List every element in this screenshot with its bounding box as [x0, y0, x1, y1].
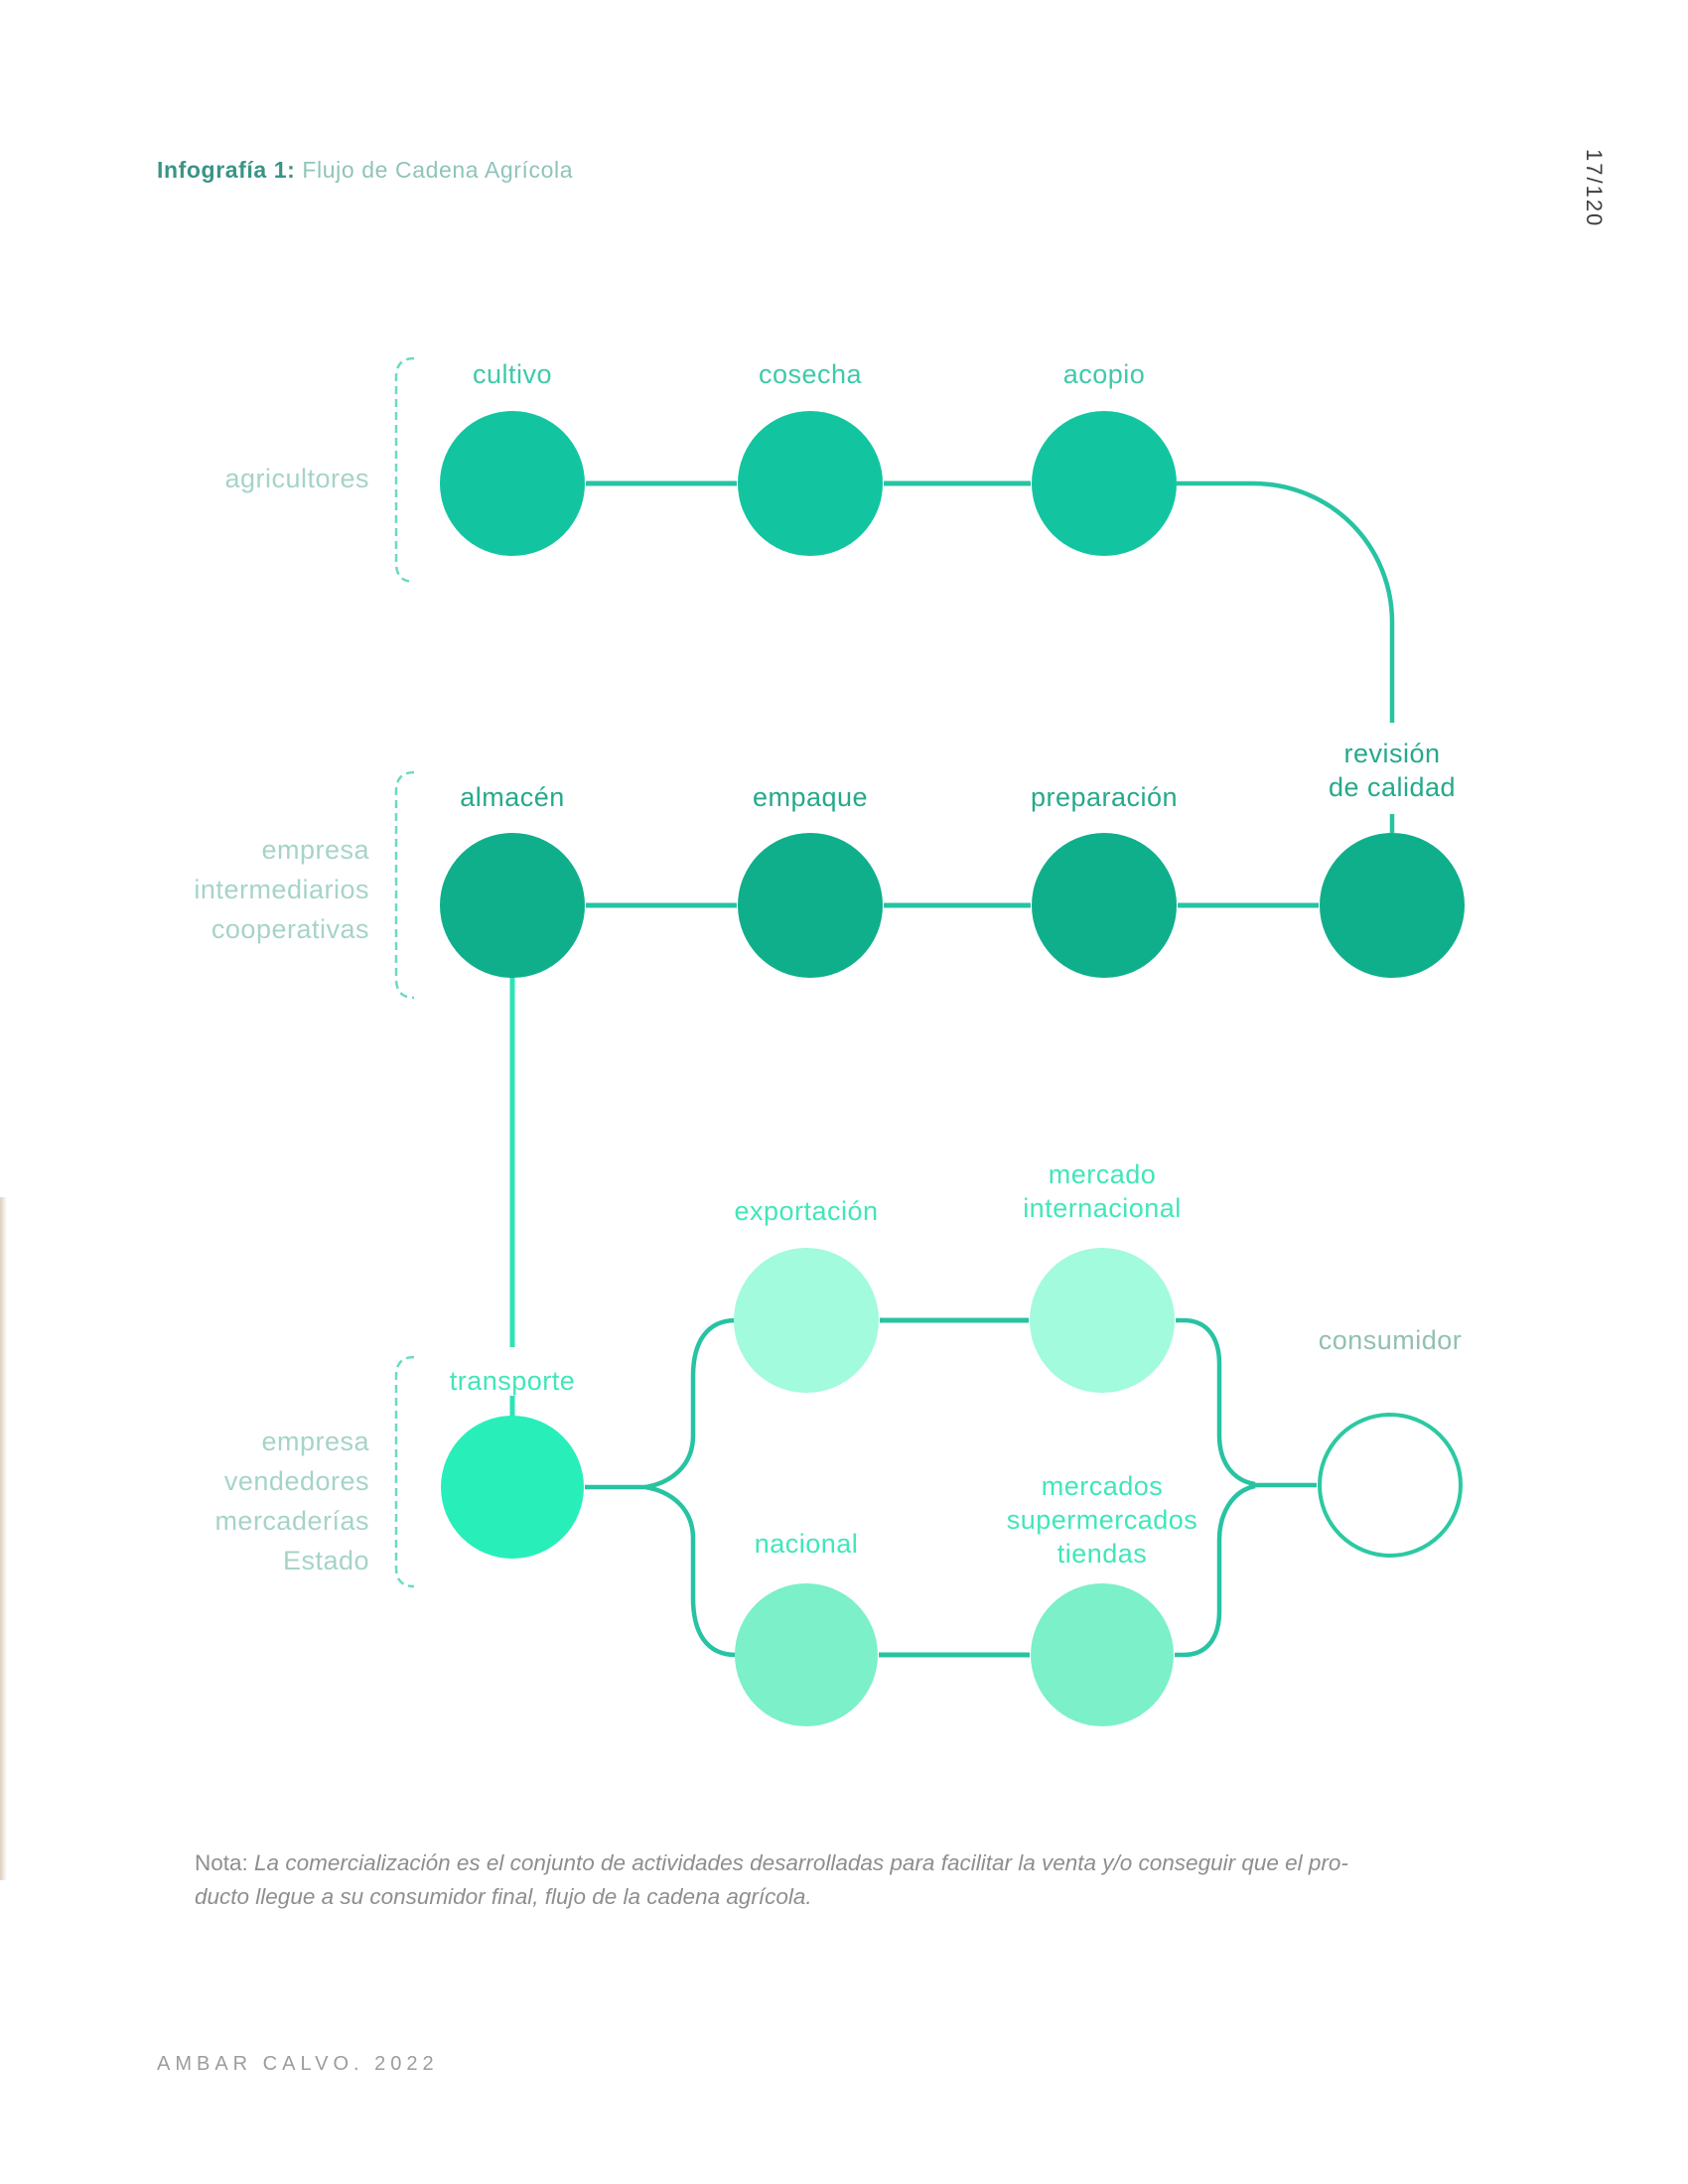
- label-empaque: empaque: [752, 782, 869, 812]
- label-consumidor: consumidor: [1318, 1325, 1463, 1355]
- figure-caption-number: Infografía 1:: [157, 157, 296, 183]
- merge-upper-branch: [1176, 1317, 1256, 1487]
- node-empaque: [738, 833, 883, 978]
- group-label-vendedores: empresa vendedores mercaderías Estado: [214, 1427, 369, 1575]
- node-acopio: [1032, 411, 1177, 556]
- fork-lower-branch: [644, 1484, 737, 1658]
- figure-caption: Infografía 1: Flujo de Cadena Agrícola: [157, 157, 573, 184]
- label-nacional: nacional: [754, 1529, 859, 1559]
- page-number: 17/120: [1582, 149, 1607, 228]
- bracket-intermediarios: [394, 770, 415, 1000]
- fork-upper-branch: [644, 1317, 737, 1490]
- node-nacional: [735, 1583, 878, 1726]
- merge-lower-branch: [1175, 1483, 1256, 1658]
- label-mercados: mercados supermercados tiendas: [1006, 1471, 1198, 1569]
- figure-note-line1: Nota: La comercialización es el conjunto…: [195, 1850, 1348, 1875]
- node-consumidor: [1318, 1413, 1463, 1558]
- label-mercado-internacional: mercado internacional: [1023, 1160, 1182, 1223]
- label-exportacion: exportación: [734, 1196, 879, 1226]
- figure-caption-text: Flujo de Cadena Agrícola: [295, 157, 574, 183]
- node-mercado-internacional: [1030, 1248, 1175, 1393]
- node-exportacion: [734, 1248, 879, 1393]
- page-edge-artifact: [0, 1197, 7, 1880]
- figure-note: Nota: La comercialización es el conjunto…: [195, 1846, 1348, 1914]
- label-acopio: acopio: [1062, 359, 1146, 389]
- label-revision: revisión de calidad: [1328, 739, 1457, 802]
- footer-author: AMBAR CALVO. 2022: [157, 2053, 439, 2075]
- label-preparacion: preparación: [1030, 782, 1179, 812]
- bracket-agricultores: [394, 356, 415, 584]
- label-transporte: transporte: [449, 1366, 576, 1396]
- label-cosecha: cosecha: [758, 359, 863, 389]
- group-label-agricultores: agricultores: [224, 464, 369, 493]
- node-mercados: [1031, 1583, 1174, 1726]
- figure-note-label: Nota:: [195, 1850, 248, 1875]
- node-almacen: [440, 833, 585, 978]
- group-label-intermediarios: empresa intermediarios cooperativas: [194, 835, 369, 944]
- label-almacen: almacén: [460, 782, 565, 812]
- node-revision: [1320, 833, 1465, 978]
- figure-note-line2: ducto llegue a su consumidor final, fluj…: [195, 1884, 812, 1909]
- connector-acopio-revision: [1177, 480, 1395, 723]
- node-preparacion: [1032, 833, 1177, 978]
- node-transporte: [441, 1416, 584, 1559]
- node-cultivo: [440, 411, 585, 556]
- node-cosecha: [738, 411, 883, 556]
- label-cultivo: cultivo: [472, 359, 553, 389]
